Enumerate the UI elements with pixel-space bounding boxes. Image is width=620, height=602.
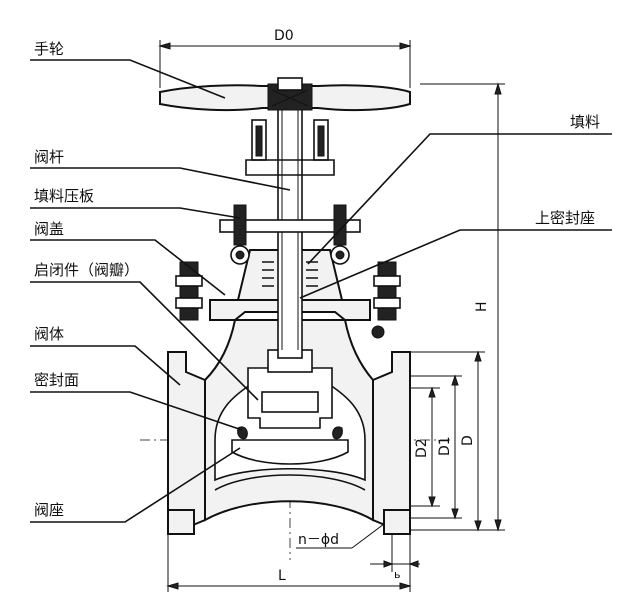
- label-packing: 填料: [570, 113, 600, 131]
- leader-lines: [30, 59, 612, 523]
- dimension-labels: D0 H D2 D1 D L n－ϕd ь: [274, 28, 490, 584]
- label-disc: 启闭件（阀瓣）: [34, 261, 139, 279]
- dim-d2: D2: [414, 438, 430, 458]
- dim-d1: D1: [437, 436, 453, 456]
- part-labels: 手轮 阀杆 填料压板 阀盖 启闭件（阀瓣） 阀体 密封面 阀座 填料 上密封座: [34, 40, 600, 519]
- label-seat: 阀座: [34, 501, 64, 519]
- label-gland: 填料压板: [34, 187, 94, 205]
- dim-d: D: [460, 435, 476, 446]
- label-stem: 阀杆: [34, 148, 64, 166]
- stem-drawing: [219, 99, 361, 359]
- handwheel-drawing: [159, 77, 411, 112]
- label-handwheel: 手轮: [34, 40, 64, 58]
- dimension-lines: [158, 40, 505, 592]
- label-bonnet: 阀盖: [34, 220, 64, 238]
- label-sealing-face: 密封面: [34, 371, 79, 389]
- dim-l: L: [278, 568, 286, 584]
- dim-flange-thickness: ь: [394, 568, 400, 581]
- dim-d0: D0: [274, 28, 294, 44]
- label-upper-seal-seat: 上密封座: [535, 209, 595, 227]
- dim-bolt-holes: n－ϕd: [298, 532, 339, 548]
- label-body: 阀体: [34, 325, 64, 343]
- dim-h: H: [474, 301, 490, 312]
